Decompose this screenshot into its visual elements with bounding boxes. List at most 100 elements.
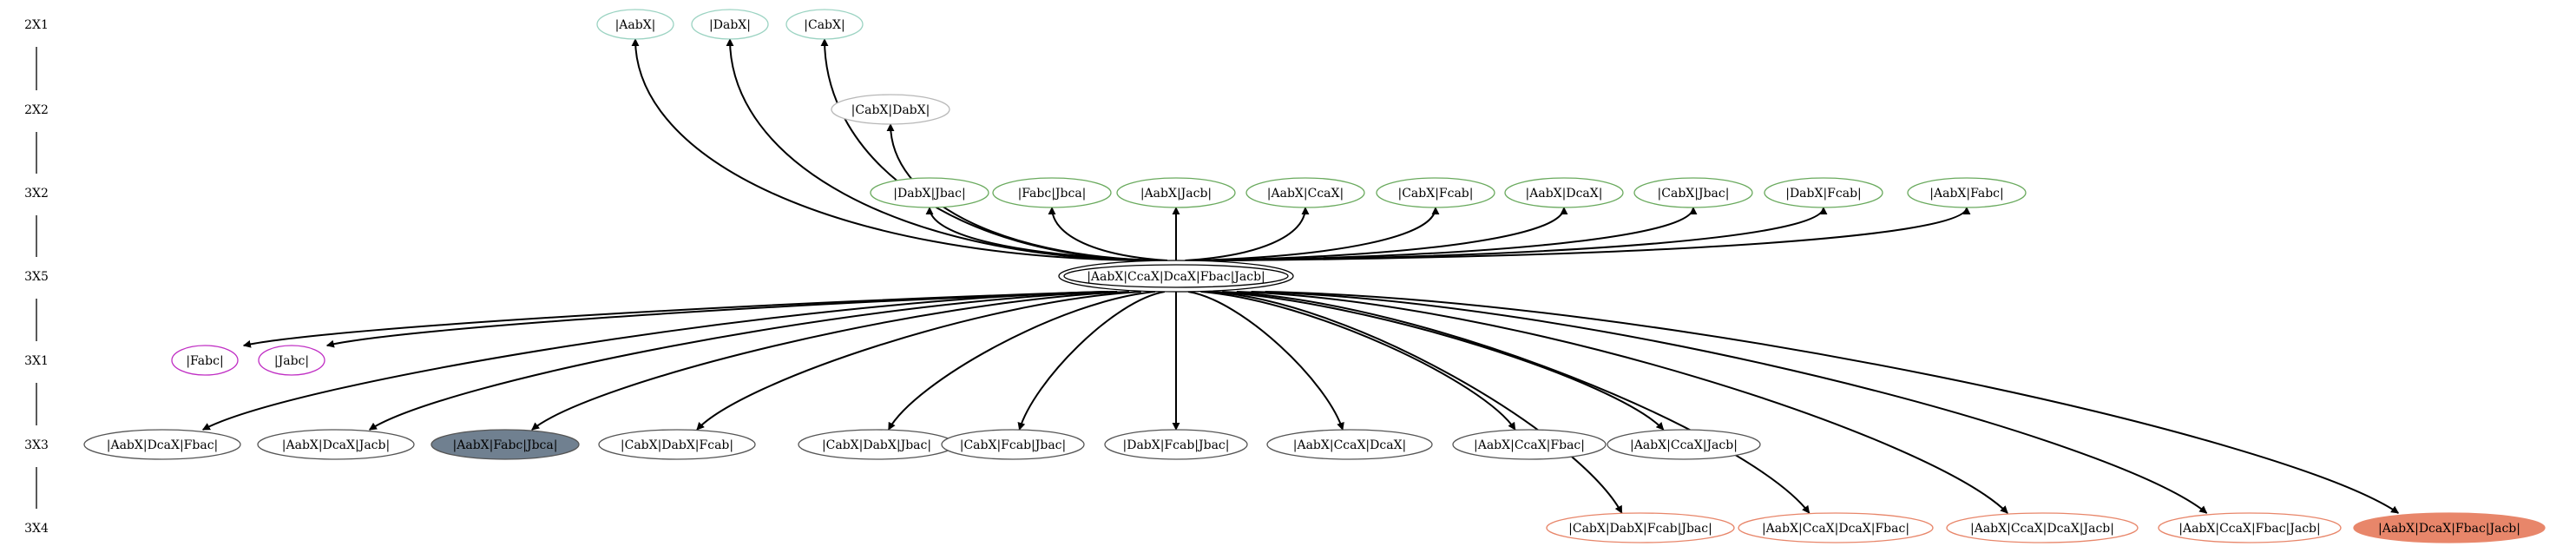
node-n3x4e[interactable]: |AabX|DcaX|Fbac|Jacb|: [2353, 512, 2546, 543]
node-n3x4d[interactable]: |AabX|CcaX|Fbac|Jacb|: [2158, 512, 2342, 543]
node-shape: [1452, 429, 1607, 460]
node-n3x3e[interactable]: |CabX|DabX|Jbac|: [798, 429, 956, 460]
node-n3x2f[interactable]: |AabX|DcaX|: [1504, 177, 1624, 208]
edge-to-n3x2b: [1048, 207, 1168, 261]
level-label-3x3: 3X3: [24, 438, 49, 452]
node-n3x2c[interactable]: |AabX|Jacb|: [1116, 177, 1236, 208]
edge-to-n3x2f: [1203, 207, 1568, 261]
edge-to-n3x2a: [925, 207, 1160, 261]
edge-to-n3x2h: [1221, 207, 1828, 261]
node-label: |Jabc|: [274, 354, 309, 368]
node-n3x2g[interactable]: |CabX|Jbac|: [1633, 177, 1753, 208]
node-label: |DabX|Fcab|: [1785, 187, 1862, 201]
node-n3x3f[interactable]: |CabX|Fcab|Jbac|: [941, 429, 1085, 460]
node-label: |AabX|DcaX|Jacb|: [282, 438, 390, 452]
node-n3x1a[interactable]: |Fabc|: [171, 345, 239, 376]
node-n3x3g[interactable]: |DabX|Fcab|Jbac|: [1104, 429, 1248, 460]
node-shape: [598, 429, 756, 460]
node-n3x4c[interactable]: |AabX|CcaX|DcaX|Jacb|: [1946, 512, 2139, 543]
node-n2x1a[interactable]: |AabX|: [596, 9, 674, 40]
level-label-2x2: 2X2: [24, 103, 49, 117]
node-shape: [2158, 512, 2342, 543]
edge-to-n3x4c: [1236, 291, 2008, 514]
node-shape: [1633, 177, 1753, 208]
node-label: |CabX|DabX|Fcab|Jbac|: [1568, 522, 1712, 536]
edge-to-n3x3c: [531, 291, 1129, 431]
node-label: |AabX|DcaX|Fbac|Jacb|: [2378, 522, 2520, 536]
node-label: |AabX|CcaX|DcaX|Fbac|Jacb|: [1087, 270, 1265, 284]
center-node-inner-ring: [1063, 264, 1289, 288]
node-n3x2d[interactable]: |AabX|CcaX|: [1245, 177, 1365, 208]
node-n3x3d[interactable]: |CabX|DabX|Fcab|: [598, 429, 756, 460]
node-label: |AabX|CcaX|Fbac|Jacb|: [2178, 522, 2320, 536]
edge-to-n3x3f: [1017, 291, 1166, 431]
node-n3x2b[interactable]: |Fabc|Jbca|: [992, 177, 1112, 208]
node-shape: [258, 345, 325, 376]
node-n2x2a[interactable]: |CabX|DabX|: [831, 94, 950, 125]
node-label: |AabX|CcaX|Jacb|: [1630, 438, 1738, 452]
node-n2x1b[interactable]: |DabX|: [691, 9, 769, 40]
node-shape: [257, 429, 415, 460]
node-n3x1b[interactable]: |Jabc|: [258, 345, 325, 376]
node-label: |CabX|DabX|Jbac|: [822, 438, 931, 452]
level-label-3x4: 3X4: [24, 522, 49, 536]
edge-to-n3x1b: [325, 291, 1114, 348]
node-n3x3i[interactable]: |AabX|CcaX|Fbac|: [1452, 429, 1607, 460]
node-n3x3j[interactable]: |AabX|CcaX|Jacb|: [1607, 429, 1761, 460]
node-n3x4a[interactable]: |CabX|DabX|Fcab|Jbac|: [1546, 512, 1735, 543]
node-label: |AabX|: [615, 18, 656, 32]
node-label: |AabX|Fabc|: [1929, 187, 2003, 201]
node-label: |AabX|CcaX|DcaX|Fbac|: [1762, 522, 1909, 536]
level-label-3x5: 3X5: [24, 270, 49, 284]
node-label: |AabX|CcaX|Fbac|: [1474, 438, 1585, 452]
edge-to-n3x4b: [1222, 291, 1810, 514]
edge-to-n3x2i: [1231, 207, 1971, 261]
node-label: |CabX|Fcab|Jbac|: [960, 438, 1066, 452]
edge-to-n2x1b: [726, 38, 1146, 261]
edge-to-n2x2a: [886, 123, 1156, 261]
node-n3x3a[interactable]: |AabX|DcaX|Fbac|: [83, 429, 241, 460]
node-shape: [785, 9, 864, 40]
node-n3x2e[interactable]: |CabX|Fcab|: [1376, 177, 1495, 208]
node-shape: [1504, 177, 1624, 208]
edge-to-n3x3e: [887, 291, 1155, 431]
center-node[interactable]: |AabX|CcaX|DcaX|Fbac|Jacb|: [1058, 260, 1294, 293]
node-n3x3c[interactable]: |AabX|Fabc|Jbca|: [430, 429, 580, 460]
node-n3x3b[interactable]: |AabX|DcaX|Jacb|: [257, 429, 415, 460]
node-label: |Fabc|: [186, 354, 223, 368]
node-shape: [1546, 512, 1735, 543]
node-label: |CabX|DabX|Fcab|: [621, 438, 733, 452]
node-n3x4b[interactable]: |AabX|CcaX|DcaX|Fbac|: [1738, 512, 1934, 543]
node-shape: [941, 429, 1085, 460]
node-shape: [83, 429, 241, 460]
edge-to-n3x3h: [1187, 291, 1344, 431]
node-label: |Fabc|Jbca|: [1018, 187, 1087, 201]
node-label: |DabX|Jbac|: [893, 187, 965, 201]
node-shape: [1607, 429, 1761, 460]
node-n3x3h[interactable]: |AabX|CcaX|DcaX|: [1266, 429, 1433, 460]
edge-to-n3x4d: [1251, 291, 2208, 514]
node-label: |DabX|Fcab|Jbac|: [1123, 438, 1230, 452]
node-shape: [596, 9, 674, 40]
edge-to-n3x3j: [1211, 291, 1665, 431]
node-shape: [992, 177, 1112, 208]
level-label-3x2: 3X2: [24, 187, 49, 201]
nodes: |AabX|CcaX|DcaX|Fbac|Jacb| |AabX| |DabX| |C…: [83, 9, 2546, 543]
node-shape: [1764, 177, 1883, 208]
node-n2x1c[interactable]: |CabX|: [785, 9, 864, 40]
node-n3x2a[interactable]: |DabX|Jbac|: [870, 177, 989, 208]
edge-to-n3x4a: [1208, 291, 1623, 514]
node-label: |CabX|: [804, 18, 844, 32]
node-n3x2h[interactable]: |DabX|Fcab|: [1764, 177, 1883, 208]
node-label: |AabX|CcaX|: [1267, 187, 1344, 201]
node-n3x2i[interactable]: |AabX|Fabc|: [1907, 177, 2027, 208]
node-label: |AabX|CcaX|DcaX|Jacb|: [1970, 522, 2114, 536]
edge-to-n2x1a: [631, 38, 1139, 261]
edge-to-n3x3d: [696, 291, 1141, 431]
node-label: |AabX|DcaX|: [1526, 187, 1603, 201]
node-shape: [1266, 429, 1433, 460]
node-shape: [1946, 512, 2139, 543]
node-label: |CabX|DabX|: [851, 103, 930, 117]
